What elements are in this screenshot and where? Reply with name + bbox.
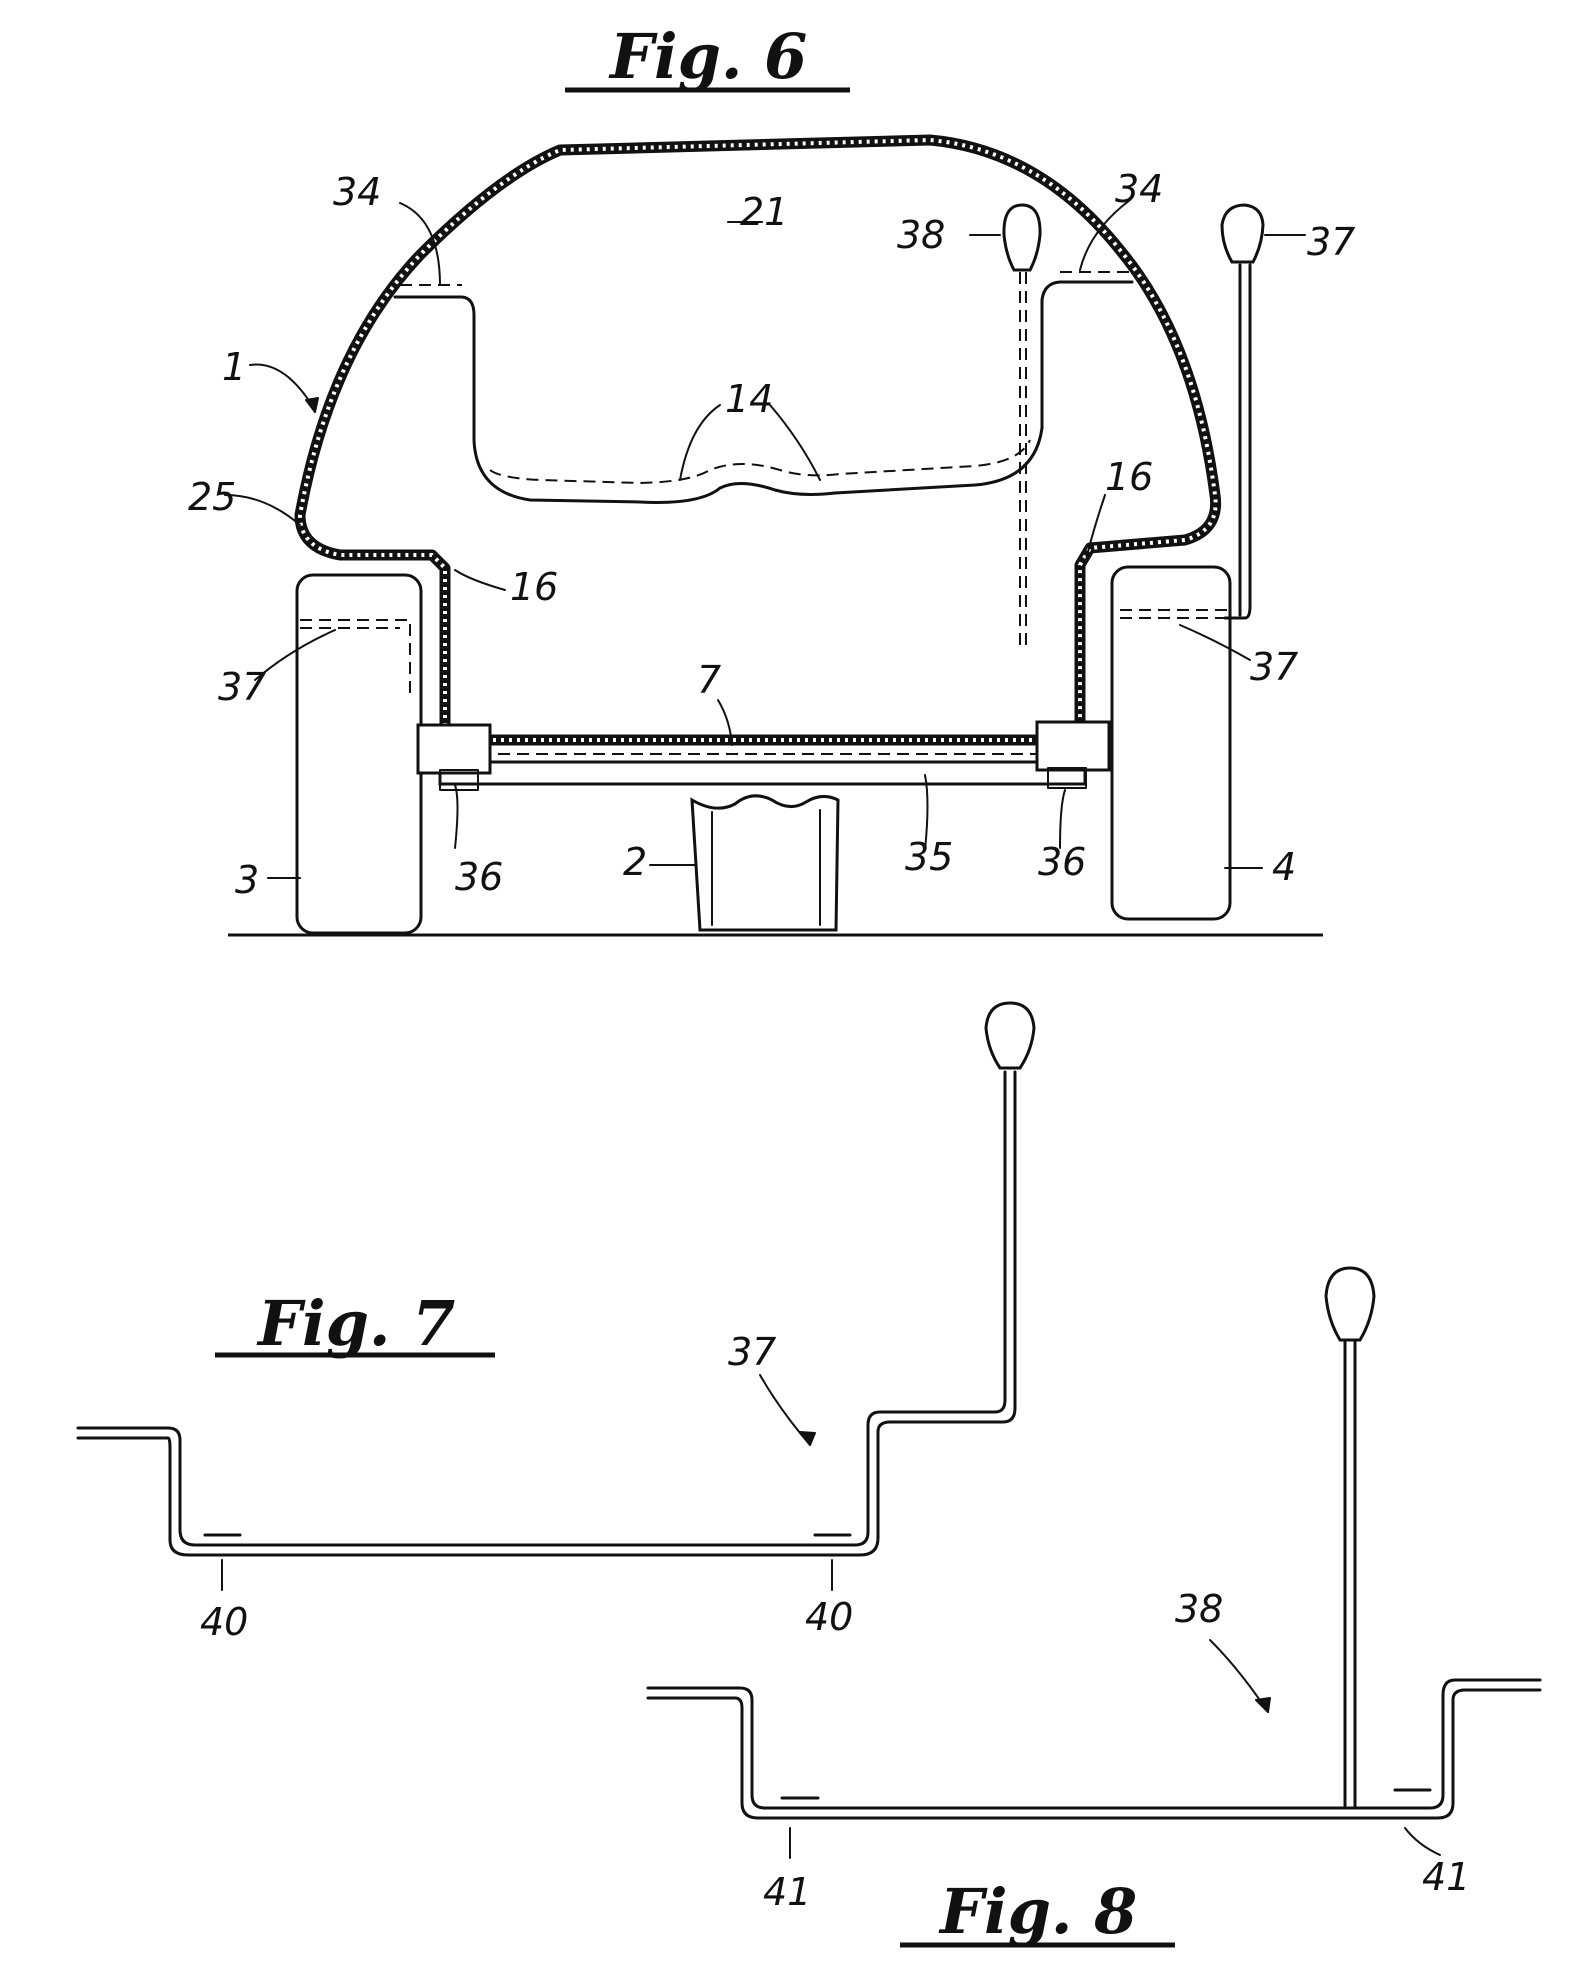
ref-21: 21	[740, 190, 788, 234]
ref-4: 4	[1272, 845, 1296, 889]
lever-37-rod	[1223, 263, 1252, 620]
ref-37-fig7: 37	[728, 1330, 776, 1374]
ref-14: 14	[725, 377, 773, 421]
body-shell-1	[294, 134, 1222, 758]
figure-6: Fig. 6	[188, 20, 1355, 937]
ref-1: 1	[222, 345, 246, 389]
wheel-4	[1110, 565, 1232, 921]
front-wheel-2	[690, 794, 840, 932]
fig7-title-text: Fig. 7	[256, 1287, 455, 1360]
ref-34-left: 34	[333, 170, 381, 214]
ref-38-fig8: 38	[1175, 1587, 1223, 1631]
lever-38-bar	[646, 1678, 1542, 1810]
lever-37-fig7-knob	[984, 1001, 1036, 1070]
fig8-title-text: Fig. 8	[938, 1875, 1137, 1948]
ref-34-right: 34	[1115, 167, 1163, 211]
fig6-title-text: Fig. 6	[608, 20, 807, 93]
lever-37-knob	[1220, 203, 1265, 264]
ref-40-left: 40	[200, 1600, 248, 1644]
ref-37-left: 37	[218, 665, 266, 709]
lever-37-bar	[76, 1070, 1007, 1547]
fig7-title: Fig. 7	[215, 1287, 495, 1360]
ref-40-right: 40	[805, 1595, 853, 1639]
leader-lines-fig8	[789, 1639, 1441, 1859]
ref-41-left: 41	[763, 1870, 811, 1914]
leader-lines-fig7	[221, 1374, 833, 1591]
ref-41-right: 41	[1422, 1855, 1470, 1899]
fig6-title: Fig. 6	[565, 20, 850, 93]
fig8-title: Fig. 8	[900, 1875, 1175, 1948]
ref-36-left: 36	[455, 855, 503, 899]
cross-member-37-left	[300, 619, 411, 700]
frame-35	[438, 760, 1087, 786]
mount-36-right	[1035, 720, 1111, 772]
ref-37-top: 37	[1307, 220, 1355, 264]
ref-2: 2	[623, 840, 647, 884]
ref-37-right: 37	[1250, 645, 1298, 689]
figure-7: Fig. 7 37 40 40	[76, 1001, 1036, 1644]
ref-38-fig6: 38	[897, 213, 945, 257]
ref-25: 25	[188, 475, 236, 519]
figure-8: Fig. 8 38 41 41	[646, 1266, 1542, 1948]
mount-36-left	[416, 723, 492, 775]
leader-lines-fig6	[224, 199, 1306, 879]
lever-38-fig8-knob	[1324, 1266, 1376, 1342]
ref-36-right: 36	[1038, 840, 1086, 884]
ref-16-left: 16	[510, 565, 558, 609]
ref-7: 7	[697, 658, 721, 702]
seat-shell-34	[393, 280, 1134, 504]
ref-3: 3	[235, 858, 259, 902]
ref-35: 35	[905, 835, 953, 879]
ref-16-right: 16	[1105, 455, 1153, 499]
lever-38-knob	[1002, 203, 1042, 272]
